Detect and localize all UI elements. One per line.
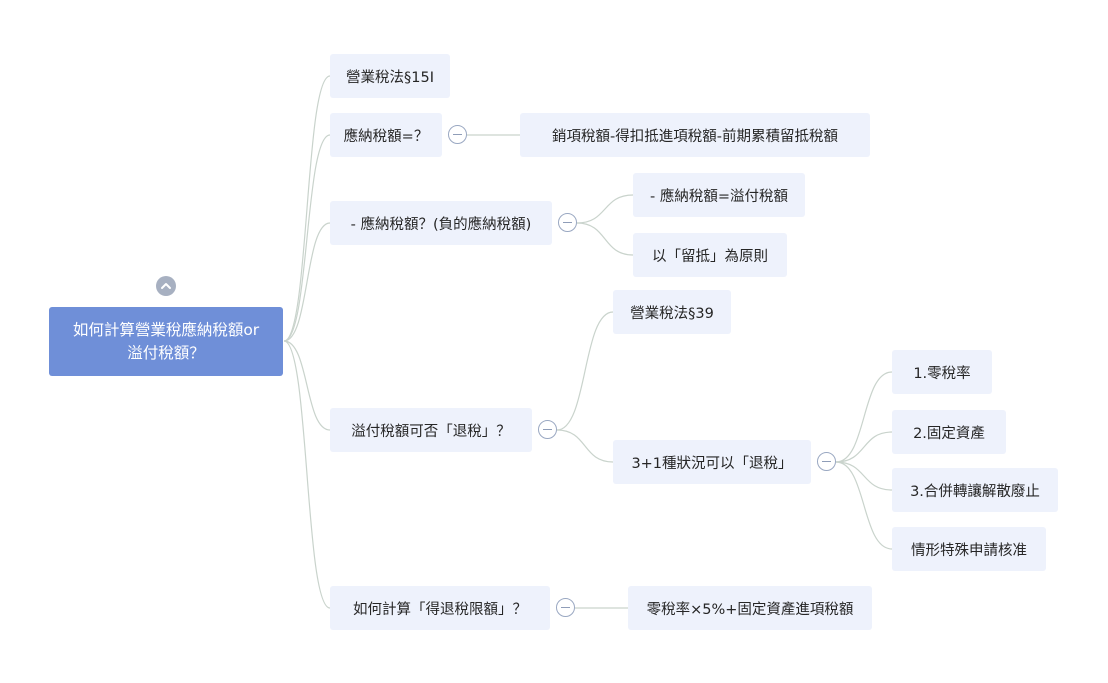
subtopic-node[interactable]: 營業稅法§39 (613, 290, 731, 334)
connector-line (835, 461, 893, 550)
leaf-node[interactable]: 3.合併轉讓解散廢止 (892, 468, 1058, 512)
connector-line (283, 340, 331, 609)
connector-line (835, 431, 893, 463)
root-title-line2: 溢付稅額？ (127, 343, 205, 362)
branch-node[interactable]: 應納稅額=？ (330, 113, 442, 157)
collapse-toggle-icon[interactable] (538, 420, 557, 439)
leaf-node[interactable]: 1.零稅率 (892, 350, 992, 394)
leaf-node[interactable]: 2.固定資產 (892, 410, 1006, 454)
connector-line (556, 429, 614, 463)
collapse-toggle-icon[interactable] (448, 125, 467, 144)
connector-line (283, 340, 331, 431)
subtopic-node[interactable]: 銷項稅額-得扣抵進項稅額-前期累積留抵稅額 (520, 113, 870, 157)
connector-line (283, 134, 331, 342)
subtopic-node[interactable]: - 應納稅額=溢付稅額 (633, 173, 805, 217)
collapse-up-icon[interactable] (156, 276, 176, 296)
subtopic-node[interactable]: 3+1種狀況可以「退稅」 (613, 440, 811, 484)
branch-node[interactable]: - 應納稅額？(負的應納稅額) (330, 201, 552, 245)
root-node[interactable]: 如何計算營業稅應納稅額or 溢付稅額？ (49, 307, 283, 376)
connector-line (283, 222, 331, 342)
collapse-toggle-icon[interactable] (817, 452, 836, 471)
collapse-toggle-icon[interactable] (558, 213, 577, 232)
subtopic-node[interactable]: 零稅率×5%+固定資產進項稅額 (628, 586, 872, 630)
branch-node[interactable]: 如何計算「得退稅限額」？ (330, 586, 550, 630)
branch-node[interactable]: 營業稅法§15I (330, 54, 450, 98)
connector-line (576, 222, 634, 256)
connector-line (835, 371, 893, 463)
branch-node[interactable]: 溢付稅額可否「退稅」？ (330, 408, 532, 452)
connector-line (576, 194, 634, 224)
connector-line (283, 75, 331, 342)
collapse-toggle-icon[interactable] (556, 598, 575, 617)
leaf-node[interactable]: 情形特殊申請核准 (892, 527, 1046, 571)
connector-line (556, 311, 614, 431)
connector-line (835, 461, 893, 491)
subtopic-node[interactable]: 以「留抵」為原則 (633, 233, 787, 277)
root-title-line1: 如何計算營業稅應納稅額or (72, 320, 260, 339)
chevron-up-icon (161, 283, 171, 289)
